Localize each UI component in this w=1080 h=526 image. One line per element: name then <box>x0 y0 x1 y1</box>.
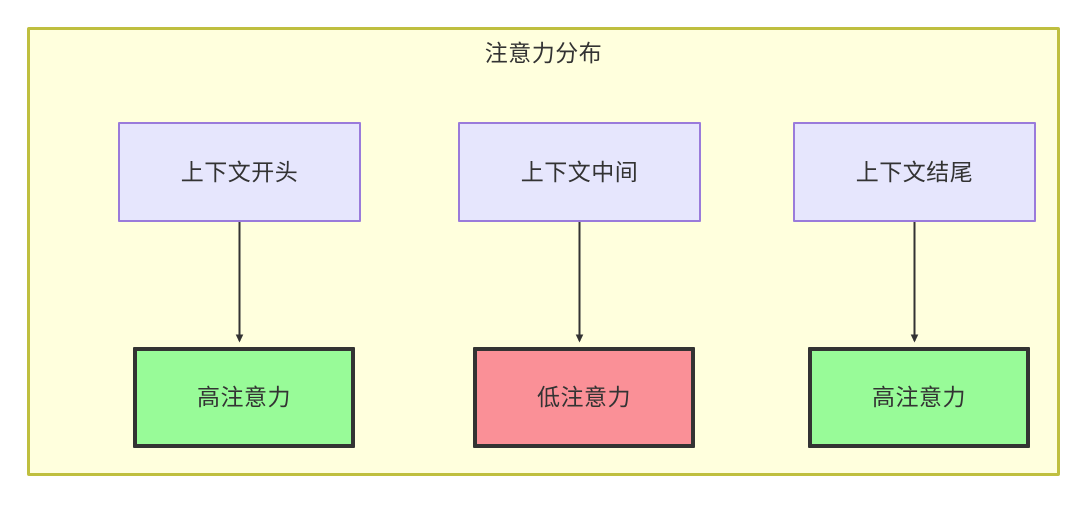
node-attention-low-middle[interactable]: 低注意力 <box>473 347 695 448</box>
node-attention-high-start-label: 高注意力 <box>197 384 291 410</box>
node-attention-low-middle-label: 低注意力 <box>537 384 631 410</box>
node-context-middle[interactable]: 上下文中间 <box>458 122 701 222</box>
node-context-end-label: 上下文结尾 <box>855 158 974 185</box>
attention-distribution-subgraph: 注意力分布 上下文开头 上下文中间 上下文结尾 <box>27 27 1060 476</box>
node-context-start[interactable]: 上下文开头 <box>118 122 361 222</box>
edge-layer <box>235 222 919 343</box>
node-attention-high-start[interactable]: 高注意力 <box>133 347 355 448</box>
node-context-end[interactable]: 上下文结尾 <box>793 122 1036 222</box>
diagram-canvas: 注意力分布 上下文开头 上下文中间 上下文结尾 <box>27 27 1060 476</box>
node-context-start-label: 上下文开头 <box>180 158 299 185</box>
subgraph-title: 注意力分布 <box>484 40 603 66</box>
node-attention-high-end[interactable]: 高注意力 <box>808 347 1030 448</box>
node-context-middle-label: 上下文中间 <box>520 158 639 185</box>
node-attention-high-end-label: 高注意力 <box>872 384 966 410</box>
